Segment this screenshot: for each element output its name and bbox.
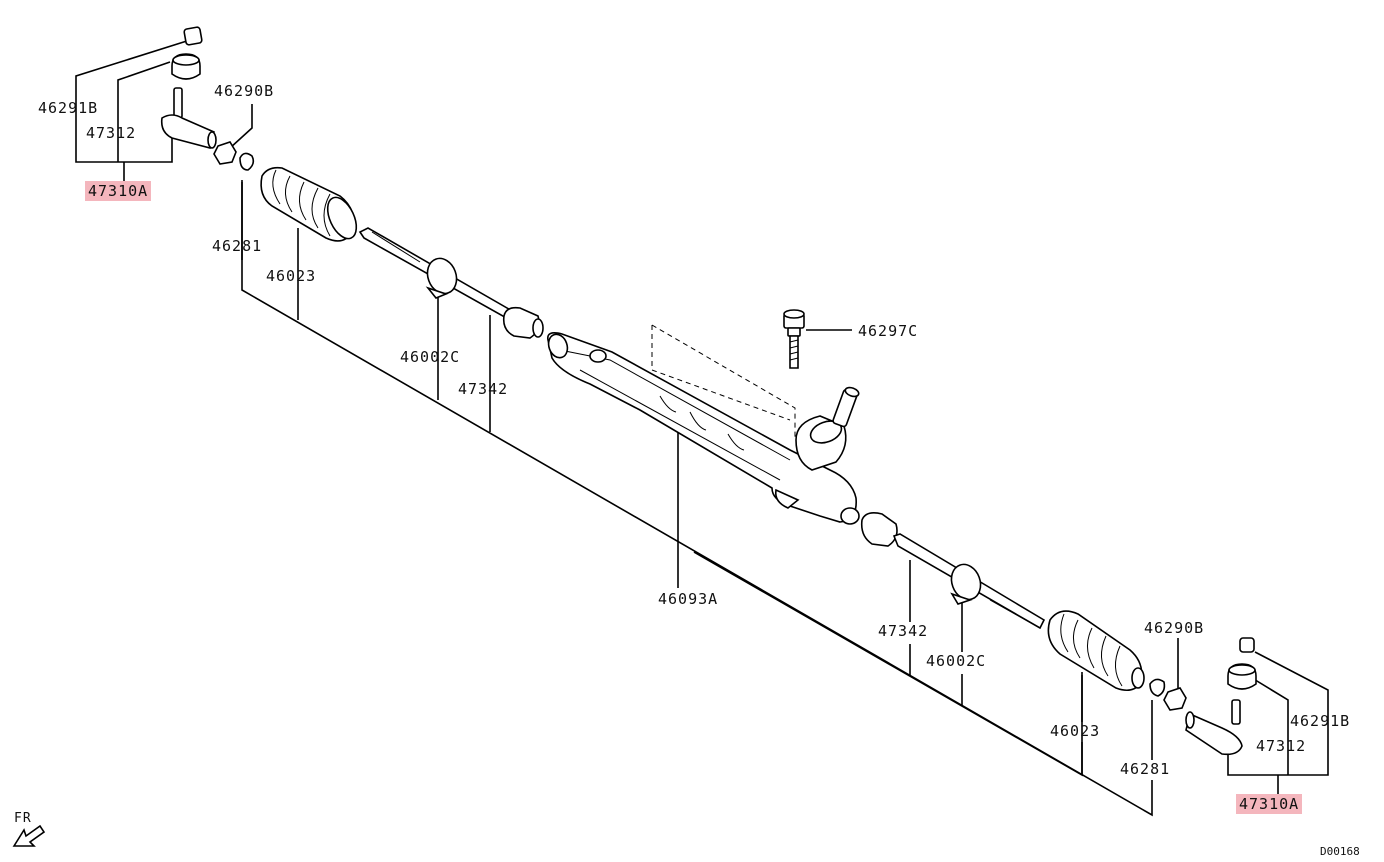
bellows-boot-left bbox=[260, 166, 358, 242]
label-46281-bot: 46281 bbox=[1120, 760, 1171, 778]
label-46023-top: 46023 bbox=[266, 267, 317, 285]
nut-right bbox=[1149, 678, 1187, 711]
label-46291B-bot: 46291B bbox=[1290, 712, 1351, 730]
tie-rod-right bbox=[860, 512, 1046, 630]
label-47310A-top[interactable]: 47310A bbox=[85, 181, 152, 201]
label-47342-bot: 47342 bbox=[878, 622, 929, 640]
front-label: FR bbox=[14, 811, 32, 826]
diagram-code: D00168 bbox=[1320, 845, 1360, 858]
label-47342-top: 47342 bbox=[458, 380, 509, 398]
label-46002C-top: 46002C bbox=[400, 348, 461, 366]
label-47312-bot: 47312 bbox=[1256, 737, 1307, 755]
rack-housing bbox=[546, 332, 860, 525]
label-46290B-top: 46290B bbox=[214, 82, 275, 100]
tie-rod-end-right bbox=[1185, 637, 1257, 756]
label-46023-bot: 46023 bbox=[1050, 722, 1101, 740]
bellows-boot-right bbox=[1047, 610, 1145, 692]
front-arrow-icon bbox=[12, 824, 46, 847]
bolt bbox=[783, 309, 805, 369]
label-46297C: 46297C bbox=[858, 322, 919, 340]
label-46291B-top: 46291B bbox=[38, 99, 99, 117]
label-47312-top: 47312 bbox=[86, 124, 137, 142]
label-47310A-bot[interactable]: 47310A bbox=[1236, 794, 1303, 814]
leader-lines bbox=[75, 39, 1329, 817]
tie-rod-left bbox=[358, 227, 544, 339]
label-46281-top: 46281 bbox=[212, 237, 263, 255]
label-46002C-bot: 46002C bbox=[926, 652, 987, 670]
nut-left bbox=[213, 141, 255, 171]
label-46290B-bot: 46290B bbox=[1144, 619, 1205, 637]
label-46093A: 46093A bbox=[658, 590, 719, 608]
tie-rod-end-left bbox=[160, 26, 217, 149]
